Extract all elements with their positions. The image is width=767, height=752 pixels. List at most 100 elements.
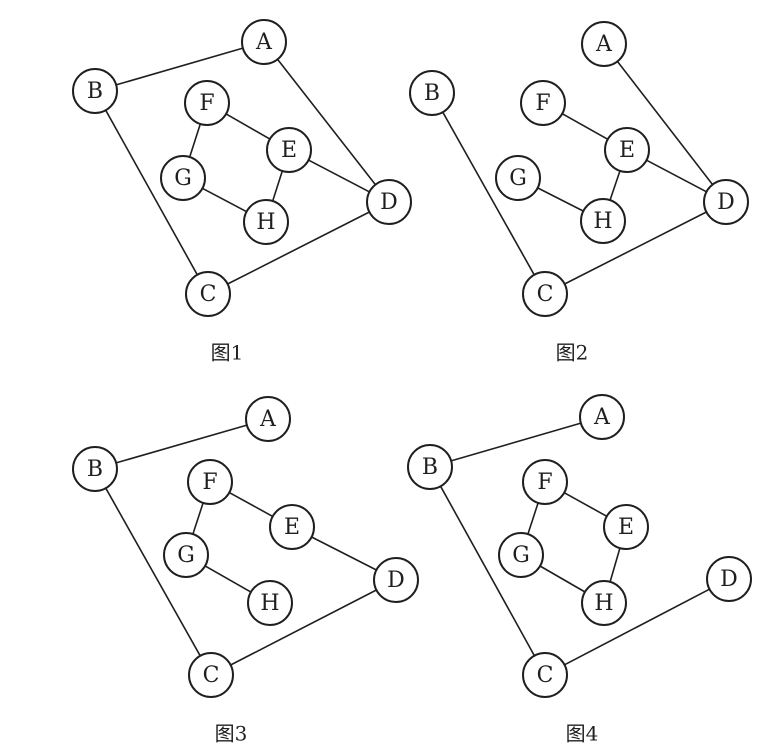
- node-circle: [72, 68, 118, 114]
- node-E: E: [604, 127, 650, 173]
- figure-caption: 图1: [211, 341, 244, 365]
- node-B: B: [409, 70, 455, 116]
- edge-G-H: [539, 565, 586, 593]
- node-label: H: [260, 591, 279, 616]
- node-circle: [241, 19, 287, 65]
- node-circle: [498, 532, 544, 578]
- node-label: D: [720, 567, 738, 592]
- node-circle: [522, 459, 568, 505]
- node-label: E: [618, 515, 634, 540]
- node-D: D: [366, 179, 412, 225]
- edge-E-D: [310, 536, 378, 571]
- edge-B-C: [439, 485, 536, 657]
- node-circle: [703, 179, 749, 225]
- node-circle: [243, 199, 289, 245]
- edge-C-D: [229, 589, 378, 666]
- node-circle: [247, 580, 293, 626]
- edge-A-D: [616, 60, 714, 186]
- node-B: B: [407, 444, 453, 490]
- node-B: B: [72, 446, 118, 492]
- node-label: B: [87, 457, 103, 482]
- node-A: A: [581, 21, 627, 67]
- node-label: E: [284, 515, 300, 540]
- node-circle: [581, 580, 627, 626]
- node-D: D: [706, 556, 752, 602]
- node-circle: [184, 80, 230, 126]
- node-label: D: [717, 190, 735, 215]
- node-label: G: [174, 166, 192, 191]
- node-circle: [409, 70, 455, 116]
- edge-H-E: [609, 547, 621, 583]
- node-label: C: [537, 663, 554, 688]
- node-circle: [706, 556, 752, 602]
- node-label: C: [200, 282, 217, 307]
- node-circle: [269, 504, 315, 550]
- node-label: F: [199, 91, 214, 116]
- edge-H-E: [271, 170, 284, 202]
- node-A: A: [245, 396, 291, 442]
- node-label: E: [281, 138, 297, 163]
- node-circle: [366, 179, 412, 225]
- figure-caption: 图3: [215, 722, 248, 746]
- node-F: F: [187, 459, 233, 505]
- node-label: C: [537, 282, 554, 307]
- node-circle: [580, 198, 626, 244]
- node-A: A: [579, 394, 625, 440]
- edge-B-C: [441, 111, 536, 276]
- edge-H-E: [609, 170, 621, 201]
- node-A: A: [241, 19, 287, 65]
- edge-C-D: [563, 588, 711, 666]
- node-label: F: [535, 91, 550, 116]
- edge-A-B: [115, 47, 244, 86]
- node-D: D: [703, 179, 749, 225]
- edge-G-H: [204, 565, 252, 593]
- node-H: H: [243, 199, 289, 245]
- node-label: C: [203, 663, 220, 688]
- node-circle: [187, 459, 233, 505]
- node-circle: [188, 652, 234, 698]
- figure-caption: 图4: [566, 722, 599, 746]
- edge-F-G: [188, 123, 202, 158]
- node-circle: [520, 80, 566, 126]
- edges: [441, 60, 714, 285]
- node-E: E: [269, 504, 315, 550]
- edge-B-C: [105, 487, 201, 657]
- edge-B-A: [450, 422, 582, 462]
- node-H: H: [580, 198, 626, 244]
- node-label: A: [593, 405, 611, 430]
- node-D: D: [373, 557, 419, 603]
- edge-F-E: [225, 113, 271, 140]
- edge-C-D: [563, 211, 708, 285]
- node-label: E: [619, 138, 635, 163]
- edge-F-E: [563, 491, 608, 518]
- edge-G-H: [201, 187, 248, 213]
- edge-B-C: [104, 109, 199, 276]
- figure-caption: 图2: [556, 341, 589, 365]
- edge-A-D: [276, 58, 377, 186]
- graph-fig2: A B C D E F GH 图2: [409, 21, 749, 365]
- node-G: G: [160, 155, 206, 201]
- node-label: B: [87, 79, 103, 104]
- node-label: A: [259, 407, 277, 432]
- node-label: G: [177, 543, 195, 568]
- node-label: H: [256, 210, 275, 235]
- edges: [439, 422, 711, 666]
- node-E: E: [603, 504, 649, 550]
- node-label: A: [255, 30, 273, 55]
- node-circle: [603, 504, 649, 550]
- edge-F-E: [228, 491, 274, 518]
- node-circle: [245, 396, 291, 442]
- edges: [104, 47, 377, 285]
- node-C: C: [188, 652, 234, 698]
- edge-G-H: [536, 187, 585, 212]
- node-H: H: [247, 580, 293, 626]
- node-label: H: [594, 591, 613, 616]
- node-circle: [522, 271, 568, 317]
- node-G: G: [495, 155, 541, 201]
- node-label: G: [512, 543, 530, 568]
- graph-fig3: A B C D E F G H 图3: [72, 396, 419, 746]
- node-circle: [495, 155, 541, 201]
- node-label: D: [387, 568, 405, 593]
